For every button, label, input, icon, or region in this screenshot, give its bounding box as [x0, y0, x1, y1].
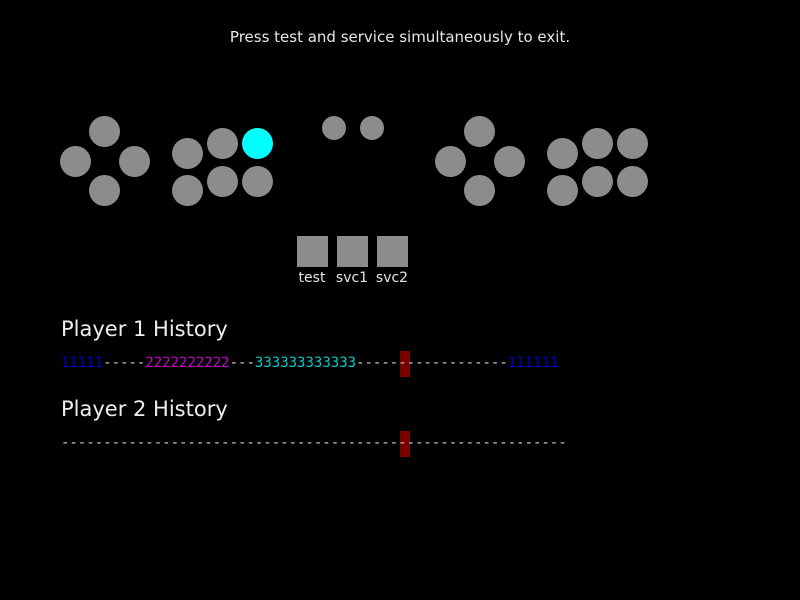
p2-start-button[interactable] — [360, 116, 384, 140]
p2-button-3[interactable] — [617, 128, 648, 159]
history-segment: 11111 — [61, 355, 104, 371]
p1-button-1[interactable] — [172, 138, 203, 169]
test-button[interactable] — [297, 236, 328, 267]
p2-button-4[interactable] — [547, 175, 578, 206]
history-segment: ----- — [103, 355, 146, 371]
p1-stick-right-button[interactable] — [119, 146, 150, 177]
p1-stick-down-button[interactable] — [89, 175, 120, 206]
history-segment: 2222222222 — [145, 355, 230, 371]
player1-history-line: 11111-----2222222222---333333333333-----… — [61, 355, 558, 371]
player1-history-title: Player 1 History — [61, 317, 228, 341]
p2-button-5[interactable] — [582, 166, 613, 197]
player1-history-row: 11111-----2222222222---333333333333-----… — [61, 351, 781, 383]
p1-stick-left-button[interactable] — [60, 146, 91, 177]
p1-button-3[interactable] — [242, 128, 273, 159]
svc2-button[interactable] — [377, 236, 408, 267]
svc2-label: svc2 — [375, 270, 409, 286]
player2-history-line: ----------------------------------------… — [61, 435, 567, 451]
svc1-button[interactable] — [337, 236, 368, 267]
player2-history-title: Player 2 History — [61, 397, 228, 421]
p1-button-4[interactable] — [172, 175, 203, 206]
p2-stick-up-button[interactable] — [464, 116, 495, 147]
svc1-label: svc1 — [335, 270, 369, 286]
player1-history-cursor — [400, 351, 410, 377]
p1-button-5[interactable] — [207, 166, 238, 197]
history-segment: ------------------ — [356, 355, 508, 371]
p1-button-2[interactable] — [207, 128, 238, 159]
history-segment: --- — [229, 355, 255, 371]
p2-button-1[interactable] — [547, 138, 578, 169]
player2-history-row: ----------------------------------------… — [61, 431, 781, 463]
p2-stick-down-button[interactable] — [464, 175, 495, 206]
p1-start-button[interactable] — [322, 116, 346, 140]
p1-button-6[interactable] — [242, 166, 273, 197]
p2-button-6[interactable] — [617, 166, 648, 197]
player2-history-cursor — [400, 431, 410, 457]
history-segment: ----------------------------------------… — [61, 435, 567, 451]
p2-stick-right-button[interactable] — [494, 146, 525, 177]
test-label: test — [298, 270, 326, 286]
p2-stick-left-button[interactable] — [435, 146, 466, 177]
p1-stick-up-button[interactable] — [89, 116, 120, 147]
p2-button-2[interactable] — [582, 128, 613, 159]
history-segment: 333333333333 — [254, 355, 357, 371]
exit-instruction: Press test and service simultaneously to… — [229, 28, 571, 46]
history-segment: 111111 — [507, 355, 559, 371]
